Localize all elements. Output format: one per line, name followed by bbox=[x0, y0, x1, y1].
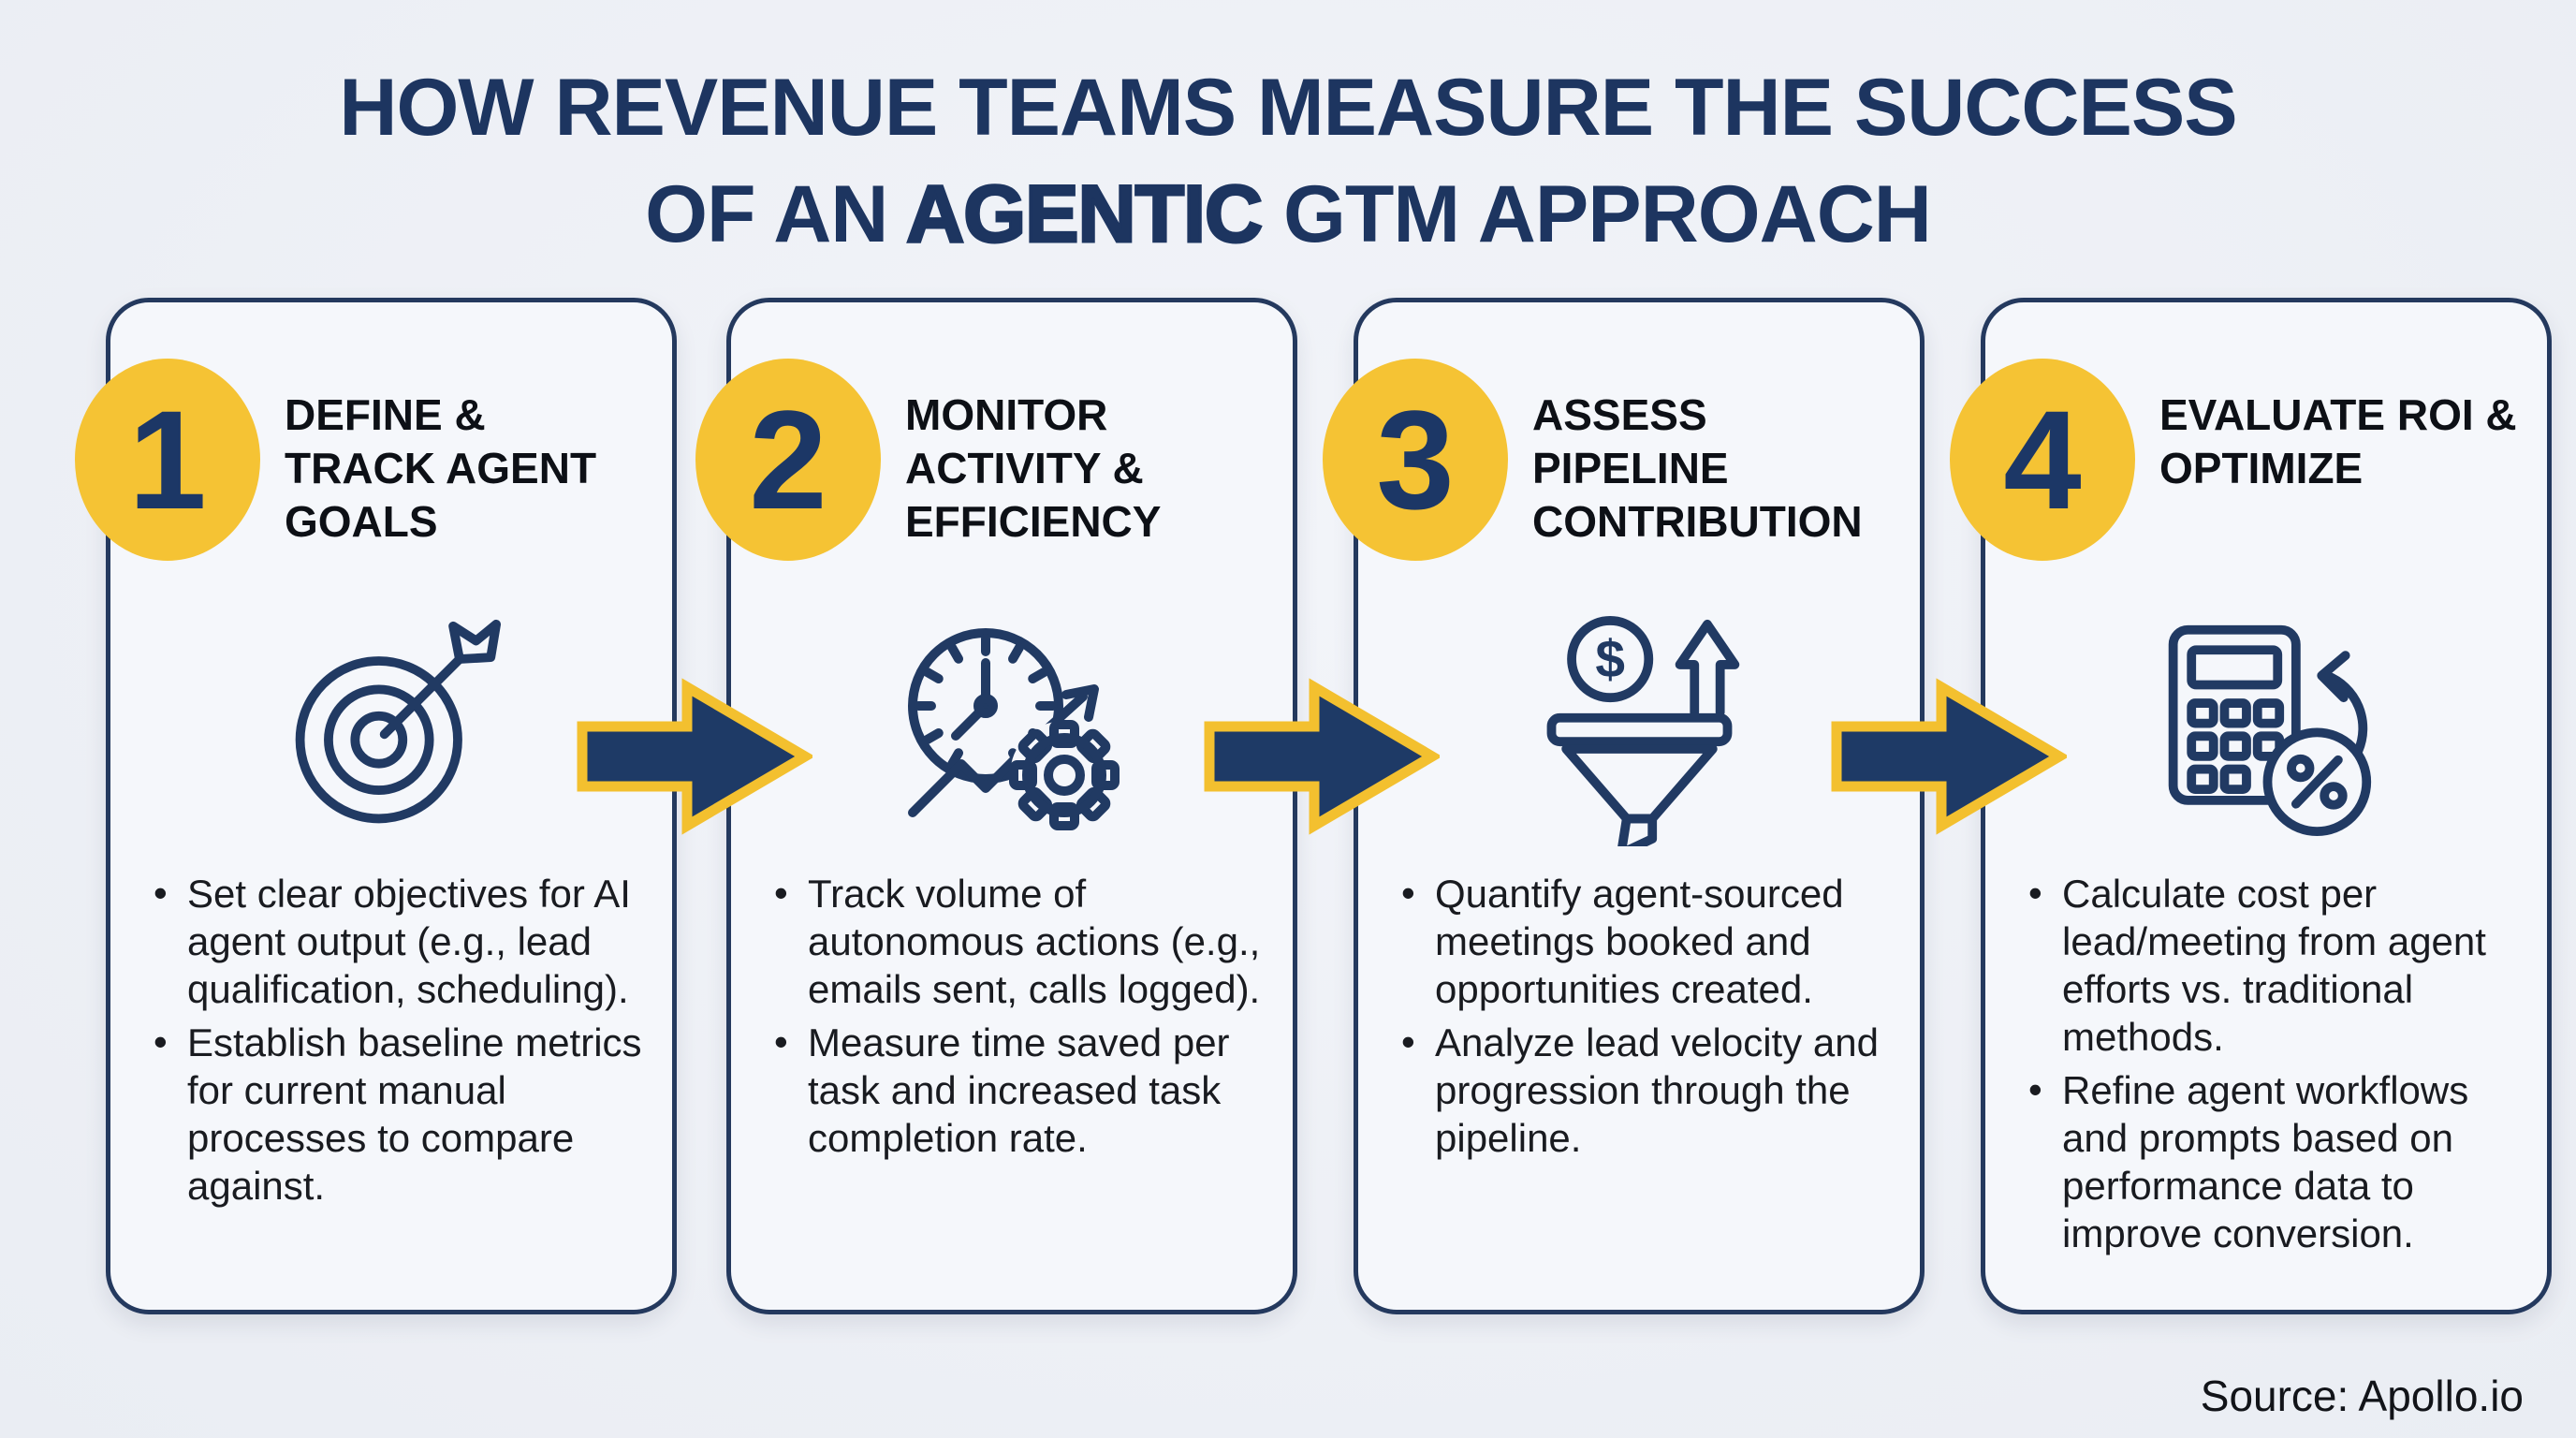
step-heading: EVALUATE ROI & OPTIMIZE bbox=[2159, 390, 2517, 492]
step-icon-wrap: $ bbox=[1358, 604, 1920, 849]
step-number-badge: 1 bbox=[75, 359, 260, 561]
title-emphasis: AGENTIC bbox=[905, 169, 1265, 261]
bullet-item: Refine agent workflows and prompts based… bbox=[2027, 1065, 2532, 1257]
dollar-sign: $ bbox=[1595, 630, 1625, 689]
arrow-fletching bbox=[447, 619, 501, 664]
target-icon bbox=[295, 619, 501, 823]
step-number-badge: 4 bbox=[1950, 359, 2135, 561]
step-bullets: Track volume of autonomous actions (e.g.… bbox=[772, 869, 1278, 1167]
page-title: HOW REVENUE TEAMS MEASURE THE SUCCESS OF… bbox=[0, 54, 2576, 268]
title-line2-suffix: GTM APPROACH bbox=[1262, 169, 1932, 259]
step-number-badge: 3 bbox=[1323, 359, 1508, 561]
page-title-line1: HOW REVENUE TEAMS MEASURE THE SUCCESS bbox=[339, 63, 2237, 153]
page-title-line2: OF AN AGENTIC GTM APPROACH bbox=[0, 161, 2576, 268]
refresh-arrowhead bbox=[2316, 650, 2350, 702]
calculator-roi-icon bbox=[2168, 624, 2371, 836]
gear bbox=[1009, 720, 1120, 830]
step-card-2: 2 MONITOR ACTIVITY & EFFICIENCY bbox=[695, 298, 1297, 1314]
bullet-item: Establish baseline metrics for current m… bbox=[152, 1018, 657, 1210]
bullet-item: Quantify agent-sourced meetings booked a… bbox=[1399, 869, 1905, 1013]
funnel-spout bbox=[1617, 814, 1657, 846]
flow-arrow-icon bbox=[577, 678, 812, 835]
step-heading: MONITOR ACTIVITY & EFFICIENCY bbox=[905, 390, 1162, 546]
bullet-item: Calculate cost per lead/meeting from age… bbox=[2027, 869, 2532, 1061]
step-number: 1 bbox=[128, 380, 207, 538]
bullet-item: Analyze lead velocity and progression th… bbox=[1399, 1018, 1905, 1162]
step-card-3: 3 ASSESS PIPELINE CONTRIBUTION $ Quantif… bbox=[1323, 298, 1925, 1314]
percent-badge bbox=[2262, 726, 2371, 836]
step-number-badge: 2 bbox=[695, 359, 881, 561]
step-bullets: Quantify agent-sourced meetings booked a… bbox=[1399, 869, 1905, 1167]
step-heading: ASSESS PIPELINE CONTRIBUTION bbox=[1532, 390, 1863, 546]
dollar-coin: $ bbox=[1566, 615, 1653, 702]
step-heading: DEFINE & TRACK AGENT GOALS bbox=[285, 390, 597, 546]
step-icon-wrap bbox=[110, 604, 672, 849]
step-number: 4 bbox=[2003, 380, 2082, 538]
bullet-item: Set clear objectives for AI agent output… bbox=[152, 869, 657, 1013]
refresh-arrow bbox=[2321, 670, 2367, 756]
step-bullets: Calculate cost per lead/meeting from age… bbox=[2027, 869, 2532, 1263]
step-icon-wrap bbox=[731, 604, 1293, 849]
step-number: 2 bbox=[749, 380, 827, 538]
clock-gear-icon bbox=[908, 628, 1120, 830]
trend-arrowhead bbox=[1061, 684, 1099, 722]
funnel-icon: $ bbox=[1546, 615, 1739, 846]
funnel-body bbox=[1560, 743, 1718, 823]
flow-arrow-icon bbox=[1204, 678, 1440, 835]
bullet-item: Measure time saved per task and increase… bbox=[772, 1018, 1278, 1162]
growth-arrow bbox=[1675, 619, 1739, 717]
step-bullets: Set clear objectives for AI agent output… bbox=[152, 869, 657, 1215]
step-icon-wrap bbox=[1985, 604, 2547, 849]
title-line2-prefix: OF AN bbox=[645, 169, 907, 259]
step-number: 3 bbox=[1376, 380, 1455, 538]
bullet-item: Track volume of autonomous actions (e.g.… bbox=[772, 869, 1278, 1013]
funnel-top-bar bbox=[1546, 712, 1732, 746]
source-attribution: Source: Apollo.io bbox=[2200, 1372, 2524, 1420]
step-card-1: 1 DEFINE & TRACK AGENT GOALS Set clear o… bbox=[75, 298, 677, 1314]
trend-line bbox=[908, 746, 1028, 817]
flow-arrow-icon bbox=[1831, 678, 2067, 835]
